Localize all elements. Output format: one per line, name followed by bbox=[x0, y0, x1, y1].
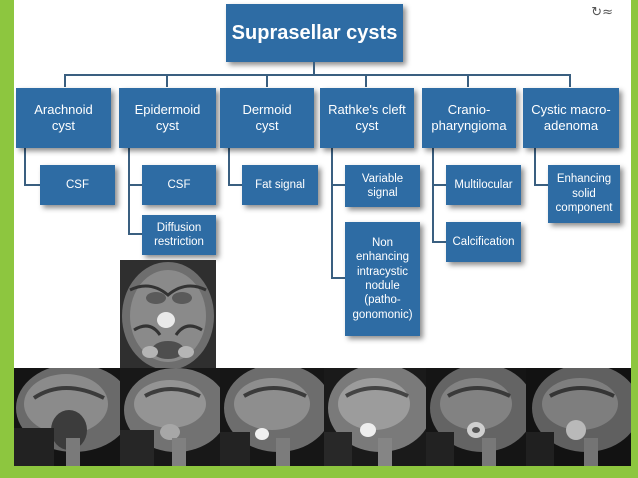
sagittal-mri-craniopharyngioma-image bbox=[426, 368, 526, 466]
sagittal-mri-arachnoid-image bbox=[14, 368, 120, 466]
feature-epidermoid-diffusion: Diffusion restriction bbox=[142, 215, 216, 255]
feature-label: Fat signal bbox=[255, 178, 305, 191]
feature-rathke-variable: Variable signal bbox=[345, 165, 420, 207]
category-label: Rathke's cleft cyst bbox=[328, 101, 406, 133]
category-rathkes-cleft-cyst: Rathke's cleft cyst bbox=[320, 88, 414, 148]
category-cystic-macroadenoma: Cystic macro- adenoma bbox=[523, 88, 619, 148]
sagittal-mri-dermoid-image bbox=[220, 368, 324, 466]
connector bbox=[569, 74, 571, 87]
connector bbox=[166, 74, 168, 87]
category-label: Epidermoid cyst bbox=[134, 101, 201, 133]
category-label: Cystic macro- adenoma bbox=[531, 101, 611, 133]
connector bbox=[228, 148, 230, 185]
slide: Suprasellar cysts ↻≈ Arachnoid cyst Epid… bbox=[14, 0, 631, 478]
bottom-frame-bar bbox=[14, 466, 631, 478]
category-epidermoid-cyst: Epidermoid cyst bbox=[119, 88, 216, 148]
feature-label: Non enhancing intracystic nodule (patho-… bbox=[352, 236, 413, 321]
feature-label: Enhancing solid component bbox=[555, 173, 613, 215]
connector bbox=[128, 233, 142, 235]
connector bbox=[24, 184, 40, 186]
connector bbox=[365, 74, 367, 87]
connector bbox=[534, 148, 536, 185]
feature-cranio-multilocular: Multilocular bbox=[446, 165, 521, 205]
sagittal-mri-rathke-image bbox=[324, 368, 426, 466]
category-label: Cranio- pharyngioma bbox=[431, 101, 507, 133]
feature-label: CSF bbox=[66, 178, 89, 191]
connector bbox=[467, 74, 469, 87]
connector bbox=[432, 184, 446, 186]
connector bbox=[266, 74, 268, 87]
feature-dermoid-fat: Fat signal bbox=[242, 165, 318, 205]
connector bbox=[331, 277, 345, 279]
connector bbox=[128, 148, 130, 234]
connector bbox=[313, 62, 315, 75]
feature-label: Calcification bbox=[452, 235, 515, 248]
connector bbox=[64, 74, 571, 76]
feature-label: Variable signal bbox=[361, 172, 404, 199]
category-label: Arachnoid cyst bbox=[34, 101, 93, 133]
feature-label: Diffusion restriction bbox=[154, 221, 204, 248]
connector bbox=[24, 148, 26, 185]
sagittal-mri-epidermoid-image bbox=[120, 368, 220, 466]
feature-arachnoid-csf: CSF bbox=[40, 165, 115, 205]
connector bbox=[128, 184, 142, 186]
connector bbox=[64, 74, 66, 87]
connector bbox=[331, 184, 345, 186]
category-dermoid-cyst: Dermoid cyst bbox=[220, 88, 314, 148]
feature-label: CSF bbox=[167, 178, 191, 191]
feature-label: Multilocular bbox=[454, 178, 513, 191]
corner-sketch-icon: ↻≈ bbox=[591, 5, 613, 20]
feature-macroadenoma-enhancing: Enhancing solid component bbox=[548, 165, 620, 223]
feature-epidermoid-csf: CSF bbox=[142, 165, 216, 205]
title-box: Suprasellar cysts bbox=[226, 4, 403, 62]
category-label: Dermoid cyst bbox=[242, 101, 292, 133]
connector bbox=[432, 241, 446, 243]
sagittal-mri-macroadenoma-image bbox=[526, 368, 631, 466]
category-craniopharyngioma: Cranio- pharyngioma bbox=[422, 88, 516, 148]
connector bbox=[534, 184, 548, 186]
connector bbox=[228, 184, 242, 186]
connector bbox=[432, 148, 434, 242]
axial-mri-epidermoid-image bbox=[120, 260, 216, 368]
slide-title: Suprasellar cysts bbox=[231, 21, 398, 44]
feature-rathke-nodule: Non enhancing intracystic nodule (patho-… bbox=[345, 222, 420, 336]
category-arachnoid-cyst: Arachnoid cyst bbox=[16, 88, 111, 148]
connector bbox=[331, 148, 333, 278]
feature-cranio-calcification: Calcification bbox=[446, 222, 521, 262]
